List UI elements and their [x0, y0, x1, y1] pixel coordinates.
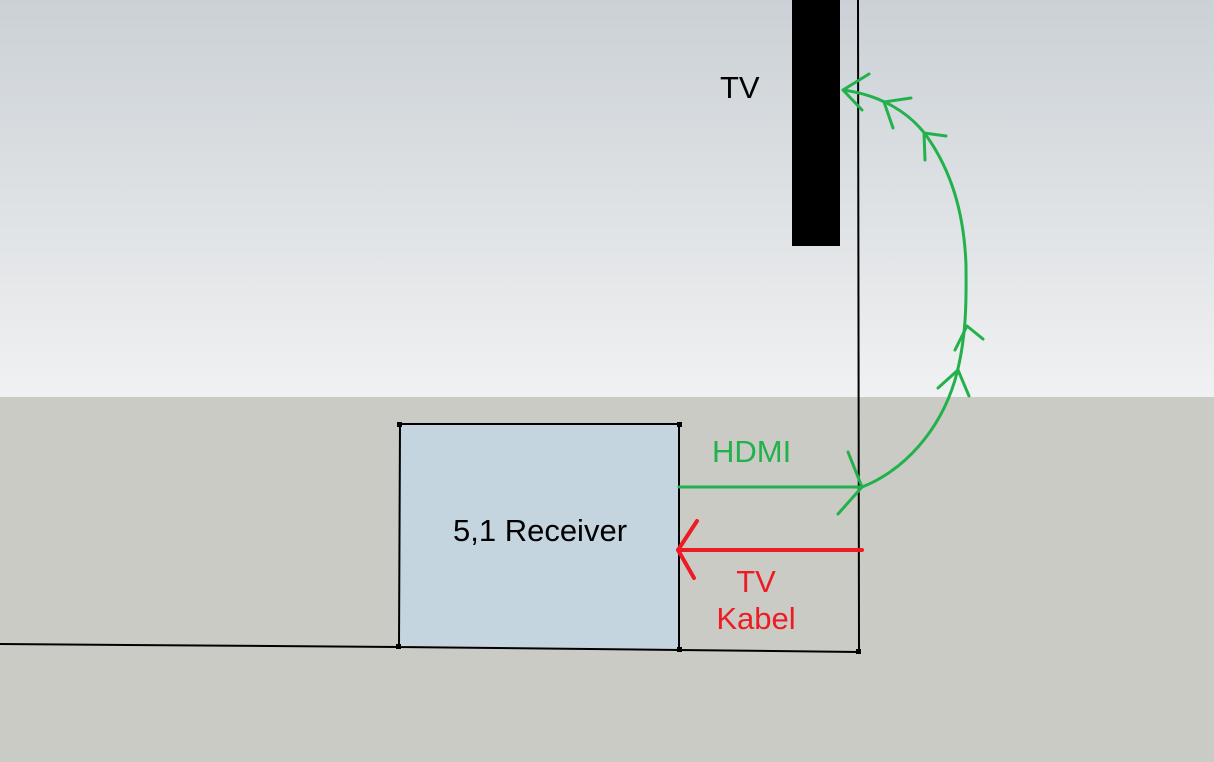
tv-input-arrowhead [841, 72, 871, 112]
curve-arrowhead [953, 324, 985, 352]
receiver-corner-marker [677, 647, 682, 652]
tv-cable-connection [676, 519, 864, 580]
curve-arrowhead [922, 131, 948, 162]
hdmi-label: HDMI [712, 434, 792, 469]
tv-panel [792, 0, 840, 246]
receiver-corner-marker [677, 422, 682, 427]
receiver-corner-marker [397, 422, 402, 427]
tv-cable-label-line2: Kabel [716, 601, 796, 636]
tv-label: TV [720, 70, 760, 105]
tv-cable-label-line1: TV [736, 564, 776, 599]
wall-corner-marker [856, 649, 861, 654]
floor-line-left [0, 643, 400, 648]
curve-arrowhead [936, 368, 971, 398]
receiver-label: 5,1 Receiver [452, 513, 628, 548]
floor-line-right [678, 649, 860, 653]
wall-line [857, 0, 860, 653]
curve-arrowhead [882, 96, 913, 130]
hdmi-connection [677, 72, 985, 516]
tv-cable-arrowhead [676, 519, 699, 580]
receiver-corner-marker [396, 644, 401, 649]
sky-background [0, 0, 1214, 397]
tv-cable-label: TV Kabel [712, 563, 800, 637]
hdmi-curve-to-tv [841, 88, 968, 489]
